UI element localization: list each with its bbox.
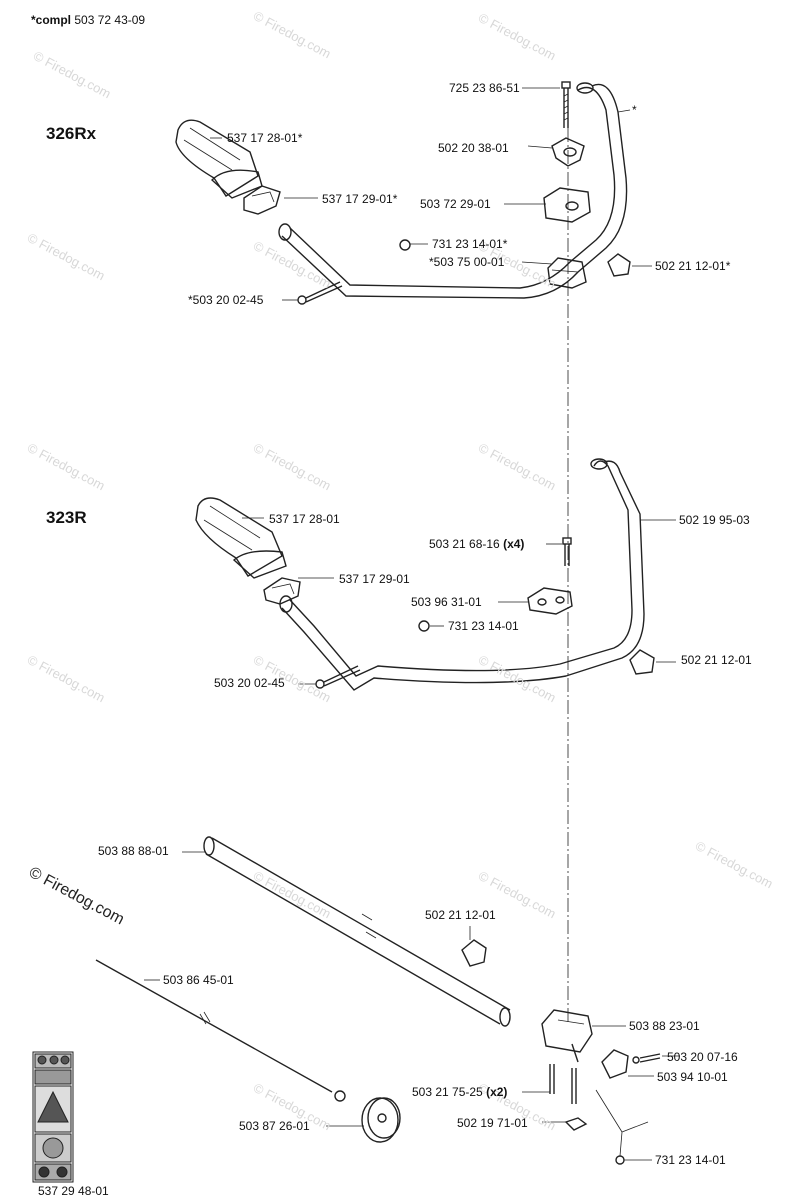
screw-323r: [562, 537, 572, 566]
quantity: (x2): [486, 1085, 508, 1099]
inner-shaft: [95, 959, 333, 1093]
compl-prefix: *compl: [31, 13, 72, 27]
part-label: 503 86 45-01: [163, 973, 234, 987]
part-label: 731 23 14-01*: [432, 237, 508, 251]
part-label: 503 72 29-01: [420, 197, 491, 211]
grip-326rx: [175, 119, 263, 199]
leader-lines-shaft: [144, 851, 680, 1161]
screws-x2: [549, 1064, 577, 1104]
drive-wheel: [334, 1090, 401, 1143]
compl-number: 503 72 43-09: [74, 13, 146, 27]
clamp-plate-323r: [527, 587, 573, 615]
handlebar-tube-326rx: [278, 82, 628, 299]
part-label: 503 20 07-16: [667, 1050, 738, 1064]
long-screw-326rx: [297, 281, 343, 305]
part-label: 502 21 12-01: [681, 653, 752, 667]
nut-323r: [418, 620, 430, 632]
part-label: 731 23 14-01: [448, 619, 519, 633]
part-label: 503 88 23-01: [629, 1019, 700, 1033]
nut-shaft: [615, 1155, 625, 1165]
part-number: 503 21 75-25: [412, 1085, 483, 1099]
grip-323r: [195, 497, 287, 579]
knob-nut-326rx: [551, 137, 585, 167]
part-label: 503 94 10-01: [657, 1070, 728, 1084]
model-title-326rx: 326Rx: [46, 124, 97, 143]
part-label: 502 21 12-01: [425, 908, 496, 922]
long-screw-323r: [315, 665, 361, 689]
clamp-plate-shaft: [601, 1049, 629, 1079]
part-label: 503 21 68-16 (x4): [429, 538, 524, 550]
part-label: 502 19 95-03: [679, 513, 750, 527]
part-label: 537 29 48-01: [38, 1184, 109, 1198]
gear-housing: [541, 1009, 593, 1063]
part-label: *: [632, 103, 637, 117]
square-nut: [564, 1117, 588, 1131]
lower-clamp-326rx: [547, 257, 587, 289]
nut-326rx: [399, 239, 411, 251]
grip-holder-323r: [263, 577, 301, 605]
part-label: 537 17 28-01: [269, 512, 340, 526]
leader-lines-323r: [242, 517, 676, 685]
screw-shaft-right: [632, 1053, 661, 1064]
quantity: (x4): [503, 537, 525, 551]
part-label: 503 96 31-01: [411, 595, 482, 609]
part-label: 502 21 12-01*: [655, 259, 731, 273]
grip-holder-326rx: [243, 185, 281, 215]
part-label: 503 87 26-01: [239, 1119, 310, 1133]
handlebar-tube-323r: [279, 458, 645, 691]
part-label: *503 75 00-01: [429, 255, 505, 269]
part-label: 503 20 02-45: [214, 676, 285, 690]
part-label: 537 17 29-01*: [322, 192, 398, 206]
leader-lines-326rx: [210, 87, 652, 301]
clamp-block-326rx: [543, 187, 591, 223]
bolt-top-326rx: [561, 81, 571, 128]
stop-323r: [629, 649, 655, 675]
stop-shaft: [461, 939, 487, 967]
shaft-tube: [203, 836, 511, 1027]
part-label: 503 21 75-25 (x2): [412, 1086, 507, 1098]
part-number: 503 21 68-16: [429, 537, 500, 551]
warning-decal: [32, 1051, 74, 1183]
compl-assembly-label: *compl 503 72 43-09: [31, 13, 145, 27]
part-label: 537 17 28-01*: [227, 131, 303, 145]
stop-326rx: [607, 253, 631, 277]
part-label: 502 19 71-01: [457, 1116, 528, 1130]
model-title-323r: 323R: [46, 508, 87, 527]
part-label: 502 20 38-01: [438, 141, 509, 155]
part-label: 503 88 88-01: [98, 844, 169, 858]
part-label: 725 23 86-51: [449, 81, 520, 95]
part-label: *503 20 02-45: [188, 293, 264, 307]
part-label: 731 23 14-01: [655, 1153, 726, 1167]
part-label: 537 17 29-01: [339, 572, 410, 586]
